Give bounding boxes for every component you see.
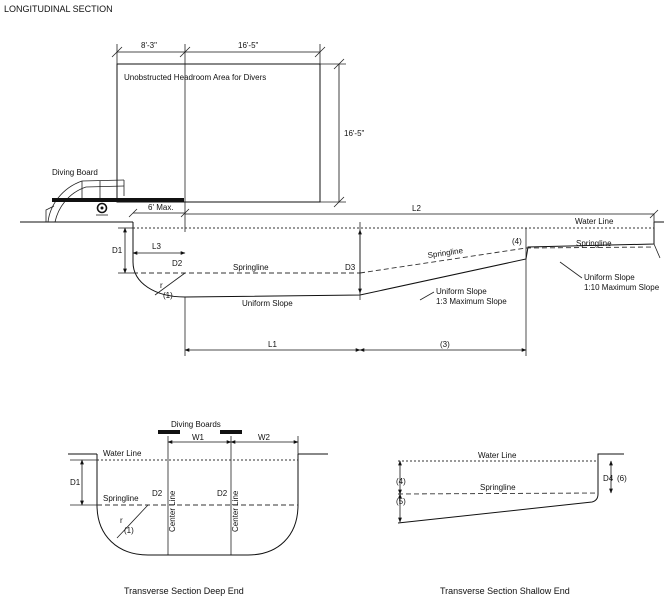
shallow-water-line-label: Water Line xyxy=(478,451,517,460)
shallow-end-outline xyxy=(397,453,624,524)
shallow-springline xyxy=(397,492,599,495)
deep-springline-label: Springline xyxy=(103,494,139,503)
l2-label: L2 xyxy=(412,204,421,213)
deep-d2-left-label: D2 xyxy=(152,489,163,498)
shallow-n6-label: (6) xyxy=(617,474,627,483)
d2-label: D2 xyxy=(172,259,183,268)
deep-r-label: r xyxy=(120,516,123,525)
shallow-caption: Transverse Section Shallow End xyxy=(440,586,570,596)
slope110-line1: Uniform Slope xyxy=(584,273,635,282)
shallow-n4-label: (4) xyxy=(396,477,406,486)
n1-label: (1) xyxy=(163,291,173,300)
dim-16-5-top-label: 16'-5" xyxy=(238,41,259,50)
deep-n1-label: (1) xyxy=(124,526,134,535)
deep-end-outline xyxy=(96,454,299,556)
radius-line xyxy=(154,272,186,296)
diving-board-label: Diving Board xyxy=(52,168,98,177)
center-line-left-label: Center Line xyxy=(168,490,177,532)
l3-label: L3 xyxy=(152,242,161,251)
slope13-line2: 1:3 Maximum Slope xyxy=(436,297,507,306)
center-line-right-label: Center Line xyxy=(231,490,240,532)
water-line-label: Water Line xyxy=(575,217,614,226)
shallow-d4-label: D4 xyxy=(603,474,614,483)
headroom-box xyxy=(116,63,321,203)
springline-shallow xyxy=(525,246,655,249)
diving-boards-label: Diving Boards xyxy=(171,420,221,429)
diving-board xyxy=(52,198,184,202)
deep-d2-right-label: D2 xyxy=(217,489,228,498)
deep-radius-line xyxy=(116,504,149,539)
transverse-deep-section: Diving Boards W1 W2 Water Line Springlin… xyxy=(68,420,328,596)
w2-label: W2 xyxy=(258,433,271,442)
shallow-springline-label: Springline xyxy=(480,483,516,492)
n3-label: (3) xyxy=(440,340,450,349)
slope13-line1: Uniform Slope xyxy=(436,287,487,296)
six-max-label: 6' Max. xyxy=(148,203,174,212)
uniform-slope-label: Uniform Slope xyxy=(242,299,293,308)
fulcrum-icon xyxy=(96,202,108,214)
shallow-n5-label: (5) xyxy=(396,497,406,506)
springline-left-label: Springline xyxy=(233,263,269,272)
longitudinal-section: Unobstructed Headroom Area for Divers 8'… xyxy=(20,41,664,356)
l1-label: L1 xyxy=(268,340,277,349)
slope110-line2: 1:10 Maximum Slope xyxy=(584,283,660,292)
w1-label: W1 xyxy=(192,433,205,442)
n4-label: (4) xyxy=(512,237,522,246)
diving-board-right xyxy=(220,430,242,434)
drawing-title: LONGITUDINAL SECTION xyxy=(4,4,113,14)
diving-board-left xyxy=(158,430,180,434)
dim-8-3-label: 8'-3" xyxy=(141,41,157,50)
springline-slope xyxy=(359,247,527,274)
headroom-label: Unobstructed Headroom Area for Divers xyxy=(124,73,266,82)
d3-label: D3 xyxy=(345,263,356,272)
r-label: r xyxy=(160,281,163,290)
d1-label: D1 xyxy=(112,246,123,255)
deep-caption: Transverse Section Deep End xyxy=(124,586,244,596)
deep-water-line-label: Water Line xyxy=(103,449,142,458)
pool-outline xyxy=(132,222,655,298)
transverse-shallow-section: Water Line Springline (4) (5) D4 (6) Tra… xyxy=(396,451,627,596)
deep-d1-label: D1 xyxy=(70,478,81,487)
springline-right-label: Springline xyxy=(576,239,612,248)
dim-16-5-right-label: 16'-5" xyxy=(344,129,365,138)
